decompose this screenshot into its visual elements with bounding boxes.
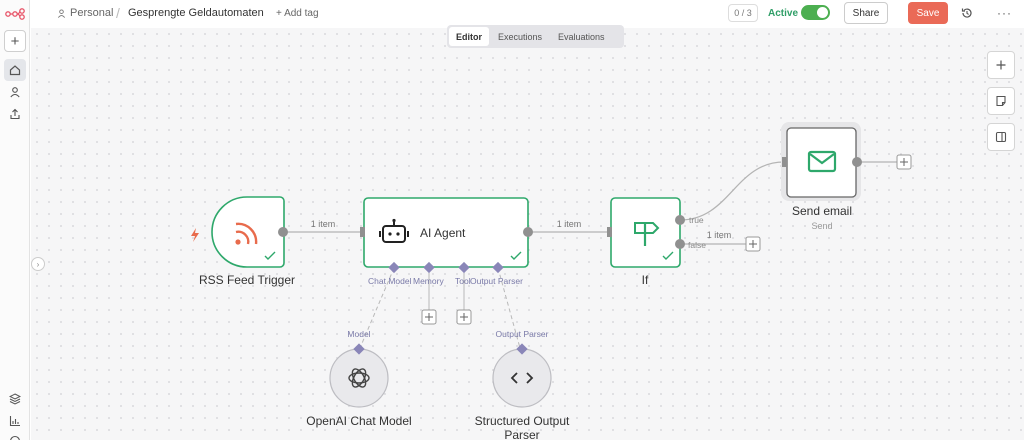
input-port[interactable] (782, 157, 787, 167)
port-label-output-parser: Output Parser (470, 276, 523, 286)
success-check-icon (510, 251, 522, 260)
port-label-chat-model: Chat Model (368, 276, 412, 286)
node-send-email[interactable]: Send email Send (781, 122, 862, 231)
mail-icon (807, 150, 837, 173)
input-port[interactable] (607, 227, 612, 237)
add-memory-button[interactable] (421, 309, 437, 325)
connection-agent-if-label: 1 item (557, 219, 582, 229)
save-button[interactable]: Save (908, 2, 948, 24)
node-openai-chat-model[interactable]: Model OpenAI Chat Model (306, 329, 411, 428)
node-label-rss: RSS Feed Trigger (199, 273, 295, 287)
connection-if-true-email[interactable] (679, 161, 785, 221)
node-if[interactable]: true false If (607, 197, 706, 287)
connection-rss-agent-label: 1 item (311, 219, 336, 229)
tab-evaluations[interactable]: Evaluations (558, 31, 605, 42)
model-output-port[interactable] (353, 343, 365, 355)
plus-icon (900, 158, 908, 166)
evaluation-counter: 0 / 3 (728, 4, 758, 22)
top-header: Personal / Gesprengte Geldautomaten + Ad… (31, 0, 1024, 28)
share-icon[interactable] (4, 103, 26, 125)
add-after-false-button[interactable] (745, 236, 761, 252)
node-label-if: If (642, 273, 649, 287)
port-label-tool: Tool (455, 276, 471, 286)
output-port[interactable] (278, 227, 288, 237)
false-label: false (688, 240, 706, 250)
n8n-logo-icon[interactable] (4, 3, 26, 25)
true-output-port[interactable] (675, 215, 685, 225)
plus-icon (460, 313, 468, 321)
false-output-port[interactable] (675, 239, 685, 249)
openai-icon (348, 368, 370, 388)
add-tool-button[interactable] (456, 309, 472, 325)
chat-model-port[interactable] (388, 261, 400, 274)
node-rss-feed-trigger[interactable]: RSS Feed Trigger (191, 196, 295, 287)
output-port[interactable] (523, 227, 533, 237)
history-icon[interactable] (960, 6, 974, 20)
trigger-bolt-icon (191, 228, 199, 242)
note-icon (996, 95, 1006, 107)
success-check-icon (662, 251, 674, 260)
plus-icon (996, 60, 1006, 70)
output-port[interactable] (852, 157, 862, 167)
add-button[interactable]: + (4, 30, 26, 52)
port-label-model: Model (347, 329, 370, 339)
breadcrumb-personal[interactable]: Personal (57, 7, 113, 19)
node-ai-agent[interactable]: AI Agent Chat Model Memory Tool Output P… (360, 197, 533, 286)
workflow-title[interactable]: Gesprengte Geldautomaten (128, 7, 264, 19)
add-node-button[interactable] (987, 51, 1015, 79)
port-label-memory: Memory (413, 276, 444, 286)
node-structured-output-parser[interactable]: Output Parser Structured Output Parser (475, 329, 570, 440)
plus-icon (425, 313, 433, 321)
code-brackets-icon (510, 372, 534, 384)
tab-editor[interactable]: Editor (449, 27, 489, 46)
connection-if-false-label: 1 item (707, 230, 732, 240)
more-options-icon[interactable]: ··· (997, 6, 1012, 20)
parser-output-port[interactable] (516, 343, 528, 355)
panel-icon (995, 131, 1007, 143)
rss-icon (235, 222, 258, 245)
connection-agent-model[interactable] (359, 267, 395, 349)
input-port[interactable] (360, 227, 365, 237)
toggle-panel-button[interactable] (987, 123, 1015, 151)
share-button[interactable]: Share (844, 2, 888, 24)
home-icon[interactable] (4, 59, 26, 81)
node-label-email: Send email (792, 204, 852, 218)
active-toggle[interactable] (801, 5, 830, 20)
breadcrumb-separator: / (116, 5, 120, 21)
robot-icon (379, 218, 409, 243)
sticky-note-button[interactable] (987, 87, 1015, 115)
add-after-email-button[interactable] (896, 154, 912, 170)
node-label-agent: AI Agent (420, 226, 466, 240)
active-label: Active (768, 8, 799, 19)
expand-sidebar-handle[interactable]: › (31, 257, 45, 271)
left-sidebar: + (0, 0, 30, 440)
true-label: true (689, 215, 704, 225)
port-label-output-parser-sub: Output Parser (496, 329, 549, 339)
tab-executions[interactable]: Executions (498, 31, 543, 42)
person-icon (57, 8, 66, 18)
node-label-openai: OpenAI Chat Model (306, 414, 411, 428)
output-parser-port[interactable] (492, 261, 504, 274)
tool-port[interactable] (458, 261, 470, 274)
help-icon[interactable] (4, 430, 26, 440)
node-sublabel-email: Send (811, 221, 832, 231)
memory-port[interactable] (423, 261, 435, 274)
node-label-parser-line1: Structured Output (475, 414, 570, 428)
user-icon[interactable] (4, 81, 26, 103)
breadcrumb-personal-label: Personal (70, 7, 114, 19)
node-label-parser-line2: Parser (504, 428, 539, 440)
plus-icon (749, 240, 757, 248)
view-tabs: Editor Executions Evaluations (447, 25, 624, 48)
insights-icon[interactable] (4, 410, 26, 432)
add-tag-button[interactable]: + Add tag (276, 8, 319, 19)
success-check-icon (264, 251, 276, 260)
signpost-icon (634, 222, 660, 246)
templates-icon[interactable] (4, 388, 26, 410)
